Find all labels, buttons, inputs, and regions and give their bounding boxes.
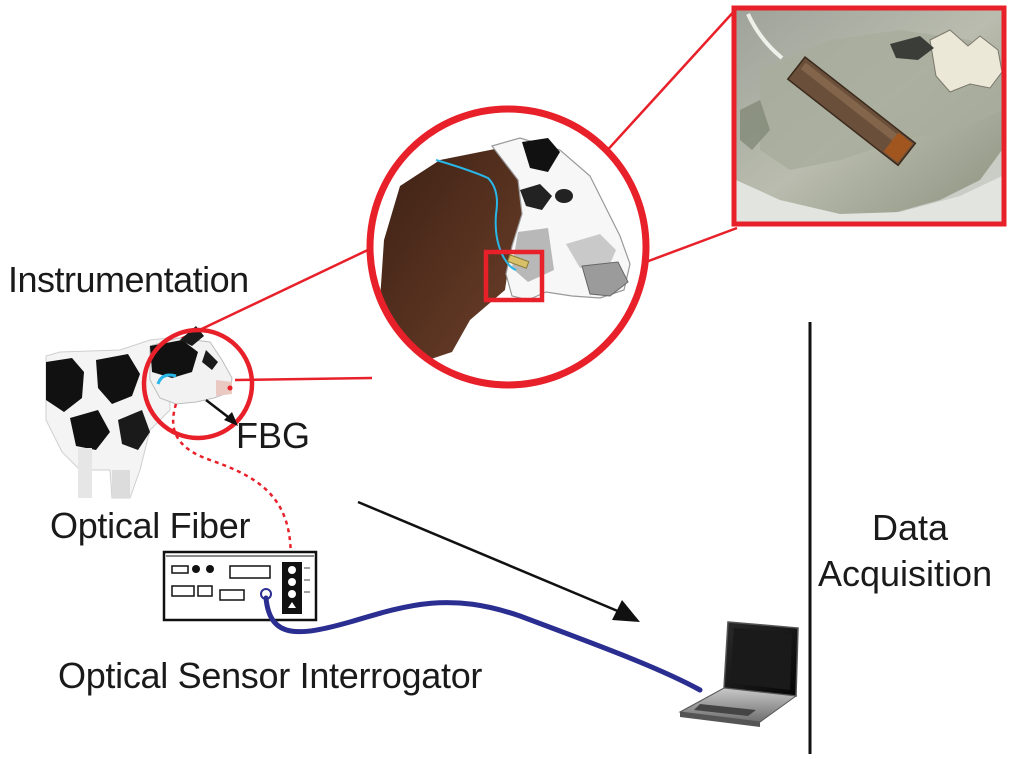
data-acquisition-label-line2: Acquisition — [818, 553, 993, 594]
data-acquisition-label-line1: Data — [872, 507, 949, 548]
interrogator-label: Optical Sensor Interrogator — [58, 655, 483, 696]
jawbone-photo — [736, 10, 1002, 222]
optical-sensor-interrogator-device — [162, 550, 318, 622]
laptop-illustration — [678, 621, 799, 727]
optical-fiber-label: Optical Fiber — [50, 505, 251, 546]
data-flow-arrow — [357, 500, 640, 622]
zoomed-head-illustration — [370, 109, 646, 385]
instrumentation-label: Instrumentation — [8, 259, 249, 300]
sensor-highlight-square — [483, 249, 545, 303]
data-cable — [263, 595, 703, 693]
jawbone-photo-frame — [731, 5, 1007, 227]
head-highlight-circle — [141, 327, 255, 441]
cow-illustration — [45, 326, 233, 499]
optical-fiber-dotted — [171, 403, 292, 571]
zoom-circle — [366, 105, 650, 389]
fbg-label: FBG — [236, 415, 311, 456]
fbg-pointer-arrow — [205, 399, 238, 426]
